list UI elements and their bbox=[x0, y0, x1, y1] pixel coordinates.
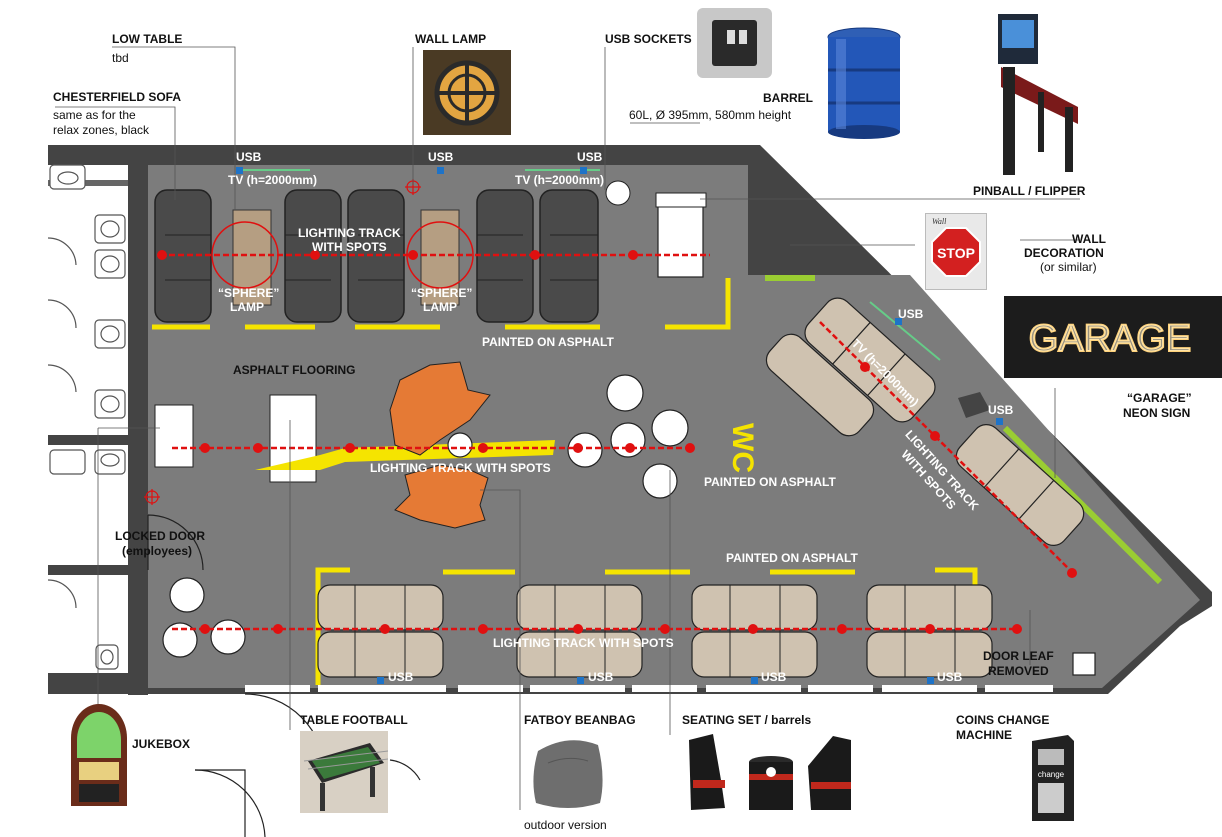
usb-label: USB bbox=[577, 150, 603, 164]
lighting-track-label: LIGHTING TRACK bbox=[298, 226, 401, 240]
pinball-label: PINBALL / FLIPPER bbox=[973, 184, 1086, 198]
painted-asphalt-label: PAINTED ON ASPHALT bbox=[704, 475, 836, 489]
lighting-track-label: WITH SPOTS bbox=[312, 240, 387, 254]
wall-decoration-label-2: DECORATION bbox=[1024, 246, 1104, 260]
chesterfield-note-2: relax zones, black bbox=[53, 123, 150, 137]
usb-label: USB bbox=[937, 670, 963, 684]
locked-door-swing bbox=[147, 514, 204, 571]
sphere-lamp-label: LAMP bbox=[423, 300, 457, 314]
usb-label: USB bbox=[988, 403, 1014, 417]
wall-lamp-label: WALL LAMP bbox=[415, 32, 487, 46]
low-table-label: LOW TABLE bbox=[112, 32, 183, 46]
asphalt-flooring-label: ASPHALT FLOORING bbox=[233, 363, 356, 377]
locked-door-label-2: (employees) bbox=[122, 544, 193, 558]
usb-socket-photo bbox=[697, 8, 772, 78]
locked-door-label-1: LOCKED DOOR bbox=[115, 529, 205, 543]
low-table-note: tbd bbox=[112, 51, 129, 65]
jukebox-label: JUKEBOX bbox=[132, 737, 191, 751]
diagonal-sofa bbox=[765, 297, 1085, 546]
wall-decoration-label-1: WALL bbox=[1072, 232, 1106, 246]
toilet-area-lower bbox=[0, 443, 128, 673]
windows bbox=[245, 685, 1053, 692]
coins-machine-label-1: COINS CHANGE bbox=[956, 713, 1050, 727]
leader-lines bbox=[55, 46, 1080, 810]
chesterfield-note-1: same as for the bbox=[53, 108, 136, 122]
pinball-machine-top bbox=[655, 192, 707, 208]
wall-segment bbox=[128, 165, 148, 695]
coin-change-machine-photo: change bbox=[1028, 733, 1076, 823]
barrel-photo bbox=[822, 25, 907, 140]
wall-brand-text: Wall bbox=[932, 217, 947, 226]
low-table bbox=[420, 209, 460, 306]
barrel-label: BARREL bbox=[763, 91, 813, 105]
table-football-photo bbox=[300, 731, 389, 813]
barrel-table bbox=[605, 180, 631, 206]
wall-segment bbox=[48, 565, 128, 575]
sphere-lamp-label: “SPHERE” bbox=[218, 286, 280, 300]
usb-label: USB bbox=[388, 670, 414, 684]
garage-sign-label-1: “GARAGE” bbox=[1127, 391, 1192, 405]
door-leaf-label-2: REMOVED bbox=[988, 664, 1049, 678]
wall-segment bbox=[48, 435, 128, 445]
sphere-lamp-label: “SPHERE” bbox=[411, 286, 473, 300]
garage-neon-text: GARAGE bbox=[1029, 318, 1192, 360]
door-leaf-label-1: DOOR LEAF bbox=[983, 649, 1054, 663]
beanbag bbox=[394, 464, 489, 529]
low-table-white bbox=[154, 404, 194, 468]
seating-set-label: SEATING SET / barrels bbox=[682, 713, 812, 727]
chesterfield-sofa-label: CHESTERFIELD SOFA bbox=[53, 90, 182, 104]
beanbag bbox=[389, 361, 491, 456]
usb-label: USB bbox=[898, 307, 924, 321]
low-table bbox=[232, 209, 272, 306]
table-football-label: TABLE FOOTBALL bbox=[300, 713, 408, 727]
wall-segment bbox=[48, 180, 128, 186]
tv-label: TV (h=2000mm) bbox=[515, 173, 605, 187]
usb-label: USB bbox=[236, 150, 262, 164]
seating-set-photo bbox=[683, 730, 858, 812]
coin-machine-text: change bbox=[1038, 770, 1065, 779]
sofa-cushion-lines bbox=[165, 234, 598, 281]
usb-label: USB bbox=[428, 150, 454, 164]
green-wall-strip bbox=[1002, 425, 1163, 585]
stop-sign-text: STOP bbox=[937, 245, 975, 261]
bottom-sofas bbox=[317, 584, 993, 678]
painted-asphalt-label: PAINTED ON ASPHALT bbox=[482, 335, 614, 349]
fatboy-beanbag-photo bbox=[528, 733, 608, 813]
svg-text:GARAGE: GARAGE bbox=[1029, 318, 1192, 360]
fatboy-label: FATBOY BEANBAG bbox=[524, 713, 636, 727]
tv-screen bbox=[869, 301, 941, 361]
wall-pier bbox=[958, 392, 990, 418]
coins-machine-label-2: MACHINE bbox=[956, 728, 1012, 742]
painted-asphalt-label: PAINTED ON ASPHALT bbox=[726, 551, 858, 565]
barrel-note: 60L, Ø 395mm, 580mm height bbox=[629, 108, 792, 122]
usb-sockets-label: USB SOCKETS bbox=[605, 32, 692, 46]
bottom-sofa-seams bbox=[354, 585, 956, 677]
wall-lamp-photo bbox=[423, 50, 511, 135]
usb-label: USB bbox=[761, 670, 787, 684]
fatboy-note: outdoor version bbox=[524, 818, 607, 832]
jukebox-photo bbox=[65, 698, 133, 810]
spotlights bbox=[157, 250, 1077, 634]
pinball-machine bbox=[657, 194, 704, 278]
wc-floor-paint: WC bbox=[726, 423, 759, 473]
usb-label: USB bbox=[588, 670, 614, 684]
wall-decoration-label-3: (or similar) bbox=[1040, 260, 1097, 274]
lighting-track-label: LIGHTING TRACK WITH SPOTS bbox=[370, 461, 551, 475]
sphere-lamp-label: LAMP bbox=[230, 300, 264, 314]
wall-decoration-photo: STOP Wall bbox=[925, 213, 987, 290]
lighting-track-label: LIGHTING TRACK WITH SPOTS bbox=[493, 636, 674, 650]
tv-label: TV (h=2000mm) bbox=[228, 173, 318, 187]
usb-markers bbox=[236, 167, 1003, 684]
sanitary-fixtures bbox=[47, 164, 126, 670]
pinball-photo bbox=[993, 12, 1085, 177]
garage-sign-label-2: NEON SIGN bbox=[1123, 406, 1191, 420]
